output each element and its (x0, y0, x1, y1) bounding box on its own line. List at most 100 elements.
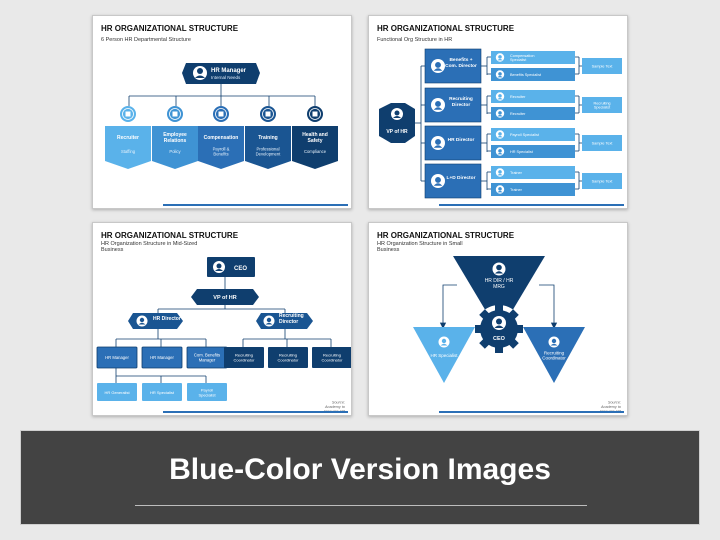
s3-manager-0: HR Manager (96, 346, 138, 369)
hr-manager-node: HR Manager Internal Needs (182, 63, 260, 84)
vp-label: VP of HR (386, 129, 408, 135)
s3-specialist-label: HR Specialist (150, 390, 175, 395)
ceo-label: CEO (493, 336, 506, 342)
s1-item-name: Recruiter (117, 135, 139, 141)
footer-bar (439, 204, 624, 206)
s2-role-label: Recruiter (510, 95, 526, 99)
s3-specialist-0: HR Generalist (97, 383, 137, 401)
slide-small-business-structure[interactable]: HR ORGANIZATIONAL STRUCTURE HR Organizat… (368, 222, 628, 416)
ceo-label: CEO (234, 266, 247, 272)
s2-director-name: L+D Director (447, 175, 476, 181)
s1-item-name: Compensation (204, 135, 239, 141)
s2-side-note: Sample Text (592, 180, 614, 184)
s2-director-name: HR Director (448, 137, 475, 143)
s2-role-label: HR Specialist (510, 150, 534, 154)
slide-subtitle: 6 Person HR Departmental Structure (101, 37, 191, 43)
connectors (439, 284, 558, 329)
ceo-node: CEO (207, 257, 255, 277)
s3-manager-1: HR Manager (141, 346, 183, 369)
vp-node: VP of HR (191, 289, 259, 305)
slide-6-person-structure[interactable]: HR ORGANIZATIONAL STRUCTURE 6 Person HR … (92, 15, 352, 209)
slide-title: HR ORGANIZATIONAL STRUCTURE (101, 231, 239, 240)
slide-1-diagram: HR ORGANIZATIONAL STRUCTURE 6 Person HR … (101, 24, 348, 206)
s2-side-note: Sample Text (592, 142, 614, 146)
slide-title: HR ORGANIZATIONAL STRUCTURE (377, 24, 515, 33)
s1-item-sub: Policy (169, 149, 181, 154)
hr-specialist-label: HR Specialist (430, 353, 458, 358)
s2-role-label: Trainer (510, 188, 523, 192)
vp-of-hr-node: VP of HR (379, 103, 415, 143)
s1-item-sub: Payroll &Benefits (213, 147, 230, 157)
connectors (415, 65, 425, 182)
slide-title: HR ORGANIZATIONAL STRUCTURE (377, 231, 515, 240)
s3-specialist-label: HR Generalist (104, 390, 130, 395)
hr-director-node: HR Director (128, 313, 183, 329)
s2-director-name: Benefits +Com. Director (445, 57, 477, 69)
vp-label: VP of HR (213, 295, 236, 301)
footer-bar (439, 411, 624, 413)
s1-item-name: Training (258, 135, 277, 141)
hr-manager-name: HR Manager (211, 68, 247, 74)
footer-bar (163, 204, 348, 206)
slide-functional-structure[interactable]: HR ORGANIZATIONAL STRUCTURE Functional O… (368, 15, 628, 209)
s2-role-label: Recruiter (510, 112, 526, 116)
s1-item-sub: Staffing (121, 149, 136, 154)
connectors (128, 84, 316, 106)
s1-item-sub: Compliance (304, 149, 327, 154)
slide-title: HR ORGANIZATIONAL STRUCTURE (101, 24, 239, 33)
s2-role-label: Benefits Specialist (510, 73, 542, 77)
connectors (115, 277, 332, 383)
banner-title: Blue-Color Version Images (169, 453, 551, 486)
slide-subtitle: Functional Org Structure in HR (377, 37, 452, 43)
s3-specialist-1: HR Specialist (142, 383, 182, 401)
s3-manager-label: HR Manager (105, 355, 129, 360)
s3-manager-label: HR Manager (150, 355, 174, 360)
slide-4-diagram: HR ORGANIZATIONAL STRUCTURE HR Organizat… (377, 231, 624, 413)
slide-mid-sized-structure[interactable]: HR ORGANIZATIONAL STRUCTURE HR Organizat… (92, 222, 352, 416)
slide-3-diagram: HR ORGANIZATIONAL STRUCTURE HR Organizat… (96, 231, 351, 413)
banner-underline (135, 505, 587, 506)
ceo-gear: CEO (475, 305, 523, 353)
slide-2-diagram: HR ORGANIZATIONAL STRUCTURE Functional O… (377, 24, 624, 206)
hr-specialist-triangle: HR Specialist (413, 327, 475, 383)
hr-manager-sub: Internal Needs (211, 75, 241, 80)
version-banner: Blue-Color Version Images (20, 430, 700, 525)
hr-director-label: HR Director (153, 316, 181, 322)
s2-role-label: Trainer (510, 171, 523, 175)
s2-side-note: Sample Text (592, 65, 614, 69)
footer-bar (163, 411, 348, 413)
